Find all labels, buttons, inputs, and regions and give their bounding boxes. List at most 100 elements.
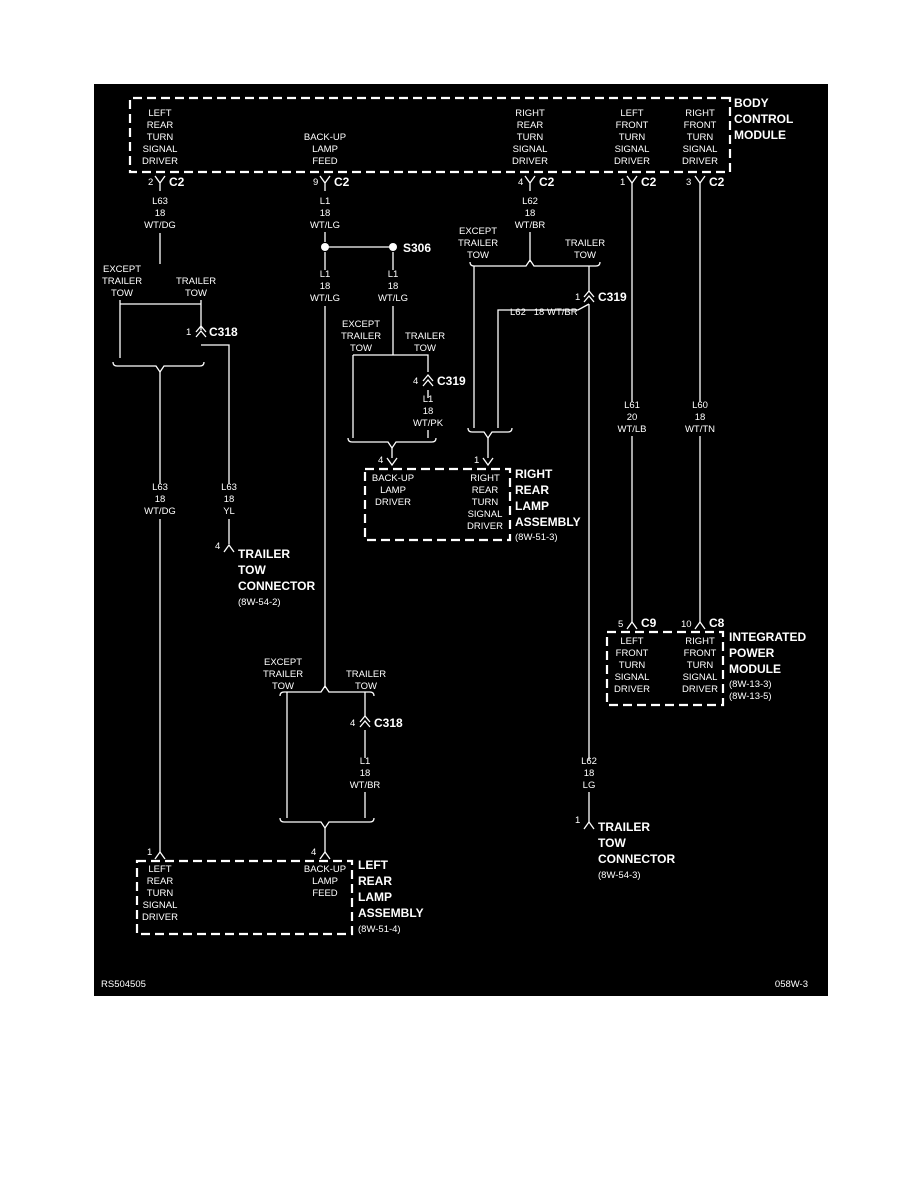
wire-5-label-1: L1 <box>388 269 399 280</box>
option-1-except-3: TOW <box>111 288 133 299</box>
bcm-rf-label-2: FRONT <box>684 120 717 131</box>
rr-lamp-title-1: RIGHT <box>515 467 553 481</box>
wire-8-label-1: L63 <box>221 482 237 493</box>
bcm-outline <box>128 96 732 174</box>
wire-1-label-1: L63 <box>152 196 168 207</box>
wire-11-label-2: 18 <box>360 768 371 779</box>
bcm-rf-label-1: RIGHT <box>685 108 715 119</box>
option-3-trailer-2: TOW <box>414 343 436 354</box>
bcm-lf-label-2: FRONT <box>616 120 649 131</box>
bcm-conn-1-pin: 2 <box>148 177 153 188</box>
ttc-left-symbol <box>223 543 235 553</box>
c319a-pin: 1 <box>575 292 580 303</box>
bcm-lr-label-1: LEFT <box>148 108 171 119</box>
ipm-title-1: INTEGRATED <box>729 630 806 644</box>
option-4-except-2: TRAILER <box>263 669 303 680</box>
wire-7-label-3: WT/DG <box>144 506 176 517</box>
ipm-c9-name: C9 <box>641 616 657 630</box>
ipm-outline <box>605 630 725 707</box>
lr-lamp-turn-5: DRIVER <box>142 912 178 923</box>
wire-12-label-1: L62 <box>581 756 597 767</box>
wire-inline-label: L62 18 WT/BR <box>510 307 578 318</box>
c318a-pin: 1 <box>186 327 191 338</box>
ipm-c8-pin: 10 <box>681 619 692 630</box>
option-1-except-1: EXCEPT <box>103 264 141 275</box>
ttc-right-pin: 1 <box>575 815 580 826</box>
c319b-symbol <box>422 373 434 387</box>
inline-connector-c318a: 1 C318 <box>186 324 238 339</box>
wire-7-label-1: L63 <box>152 482 168 493</box>
wire-5-label-3: WT/LG <box>378 293 408 304</box>
lr-lamp-turn-4: SIGNAL <box>143 900 178 911</box>
wire-8-label-3: YL <box>223 506 235 517</box>
lr-lamp-title-4: ASSEMBLY <box>358 906 424 920</box>
lr-lamp-pin-turn: 1 <box>147 847 152 858</box>
bcm-backup-label-1: BACK-UP <box>304 132 346 143</box>
lr-lamp-turn-3: TURN <box>147 888 174 899</box>
bcm-conn-1-symbol <box>154 175 166 191</box>
ipm-lf-5: DRIVER <box>614 684 650 695</box>
wire-4-label-3: WT/LG <box>310 293 340 304</box>
ipm-c8-symbol <box>694 620 706 630</box>
c318b-pin: 4 <box>350 718 355 729</box>
bcm-conn-4-pin: 1 <box>620 177 625 188</box>
rr-lamp-ref: (8W-51-3) <box>515 532 558 543</box>
ipm-rf-4: SIGNAL <box>683 672 718 683</box>
wire-2-label-2: 18 <box>320 208 331 219</box>
c319b-name: C319 <box>437 374 466 388</box>
rr-lamp-pin-backup: 4 <box>378 455 383 466</box>
wire-8-label-2: 18 <box>224 494 235 505</box>
c319a-name: C319 <box>598 290 627 304</box>
ipm-title-3: MODULE <box>729 662 781 676</box>
diagram-background <box>94 84 828 996</box>
ttc-right-title-1: TRAILER <box>598 820 650 834</box>
rr-lamp-turn-2: REAR <box>472 485 499 496</box>
option-4-brace <box>279 684 375 697</box>
rr-lamp-pin-turn-symbol <box>482 457 494 467</box>
left-rear-lamp-assembly: 1 4 LEFT REAR TURN SIGNAL DRIVER BACK-UP… <box>135 847 424 936</box>
lr-lamp-turn-2: REAR <box>147 876 174 887</box>
ttc-right-title-3: CONNECTOR <box>598 852 675 866</box>
bcm-rr-label-2: REAR <box>517 120 544 131</box>
bcm-lf-label-1: LEFT <box>620 108 643 119</box>
ttc-right-ref: (8W-54-3) <box>598 870 641 881</box>
wire-10-label-1: L60 <box>692 400 708 411</box>
ttc-left-ref: (8W-54-2) <box>238 597 281 608</box>
ttc-left-title-2: TOW <box>238 563 266 577</box>
footer-left-code: RS504505 <box>101 979 146 990</box>
c318a-symbol <box>195 324 207 338</box>
lr-lamp-turn-1: LEFT <box>148 864 171 875</box>
ttc-left-title-1: TRAILER <box>238 547 290 561</box>
option-3-trailer-1: TRAILER <box>405 331 445 342</box>
bcm-lf-label-5: DRIVER <box>614 156 650 167</box>
ipm-lf-3: TURN <box>619 660 646 671</box>
wire-9-label-2: 20 <box>627 412 638 423</box>
c318b-name: C318 <box>374 716 403 730</box>
ttc-right-title-2: TOW <box>598 836 626 850</box>
bcm-rr-label-5: DRIVER <box>512 156 548 167</box>
option-4-trailer-2: TOW <box>355 681 377 692</box>
c318b-symbol <box>359 714 371 728</box>
rr-lamp-title-3: LAMP <box>515 499 549 513</box>
wire-12-label-2: 18 <box>584 768 595 779</box>
wire-l62-inline <box>497 303 590 428</box>
wire-6-label-1: L1 <box>423 394 434 405</box>
bcm-conn-2-symbol <box>319 175 331 191</box>
lr-lamp-pin-backup: 4 <box>311 847 316 858</box>
wire-2-label-3: WT/LG <box>310 220 340 231</box>
bcm-lr-label-4: SIGNAL <box>143 144 178 155</box>
ipm-ref-2: (8W-13-5) <box>729 691 772 702</box>
rr-lamp-turn-4: SIGNAL <box>468 509 503 520</box>
wire-10-label-2: 18 <box>695 412 706 423</box>
option-3-except-1: EXCEPT <box>342 319 380 330</box>
ttc-left-pin: 4 <box>215 541 220 552</box>
bcm-title-2: CONTROL <box>734 112 793 126</box>
wire-3-label-1: L62 <box>522 196 538 207</box>
option-2-trailer-1: TRAILER <box>565 238 605 249</box>
option-2-except-3: TOW <box>467 250 489 261</box>
wire-6-label-2: 18 <box>423 406 434 417</box>
rr-lamp-pin-turn: 1 <box>474 455 479 466</box>
wire-12-label-3: LG <box>583 780 596 791</box>
option-3-except-3: TOW <box>350 343 372 354</box>
rr-lamp-title-4: ASSEMBLY <box>515 515 581 529</box>
